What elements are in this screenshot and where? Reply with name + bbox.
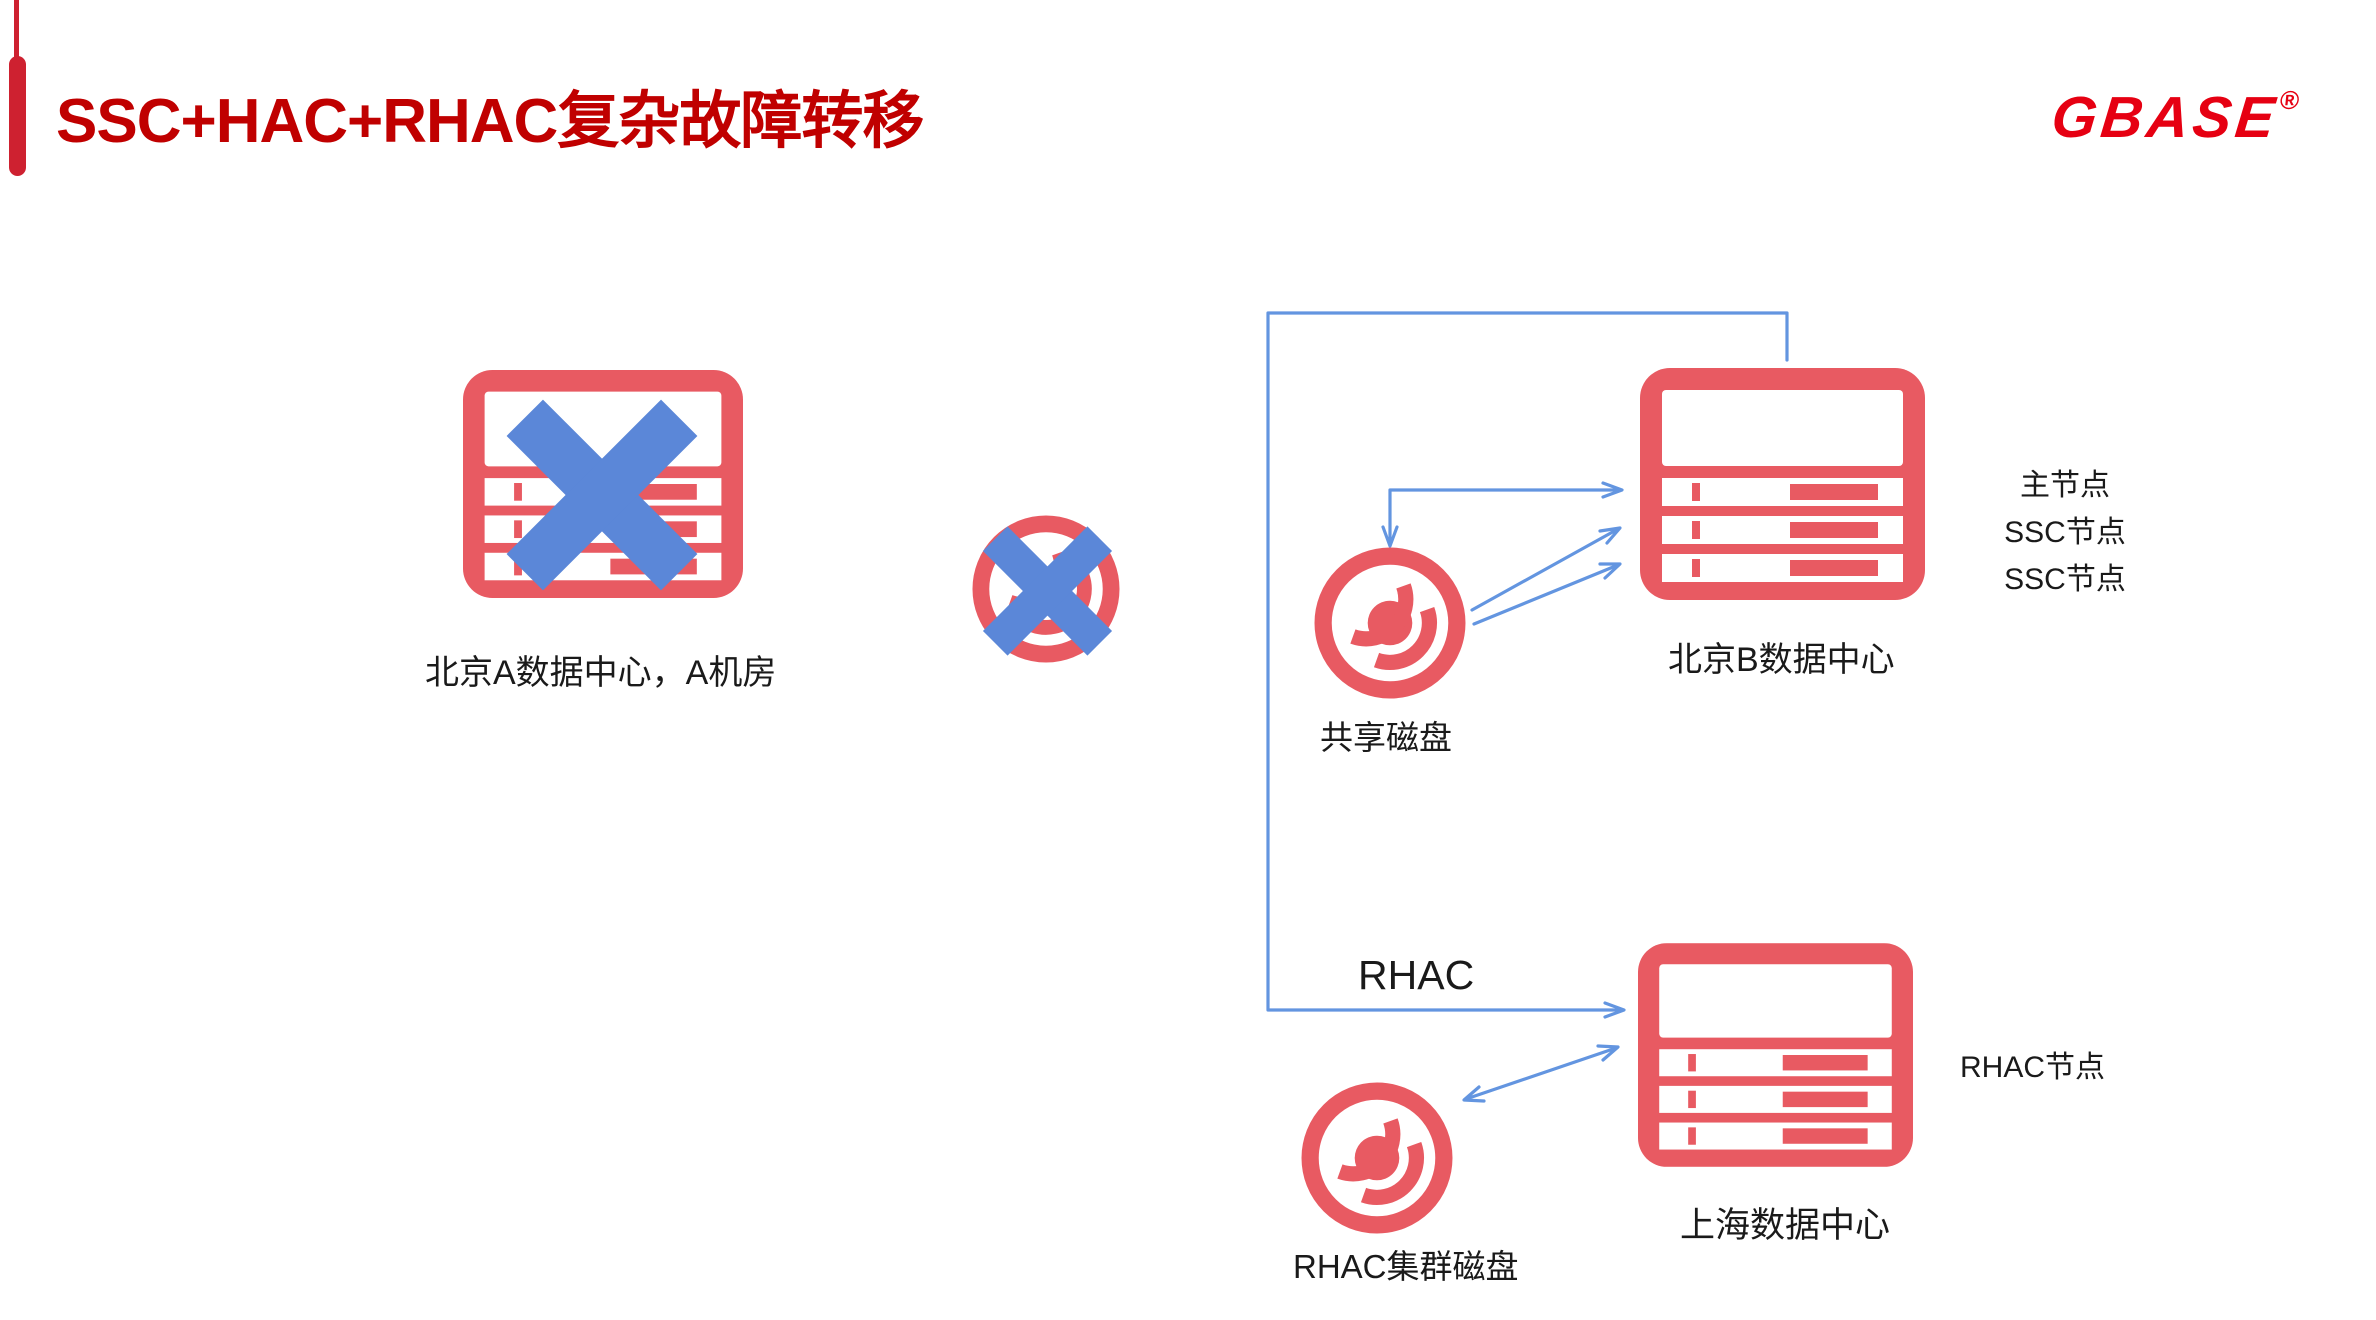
datacenter-a-label: 北京A数据中心，A机房 xyxy=(425,654,777,692)
shared-disk-label: 共享磁盘 xyxy=(1320,719,1452,756)
server-icon-shanghai xyxy=(1638,940,1913,1170)
datacenter-b-label: 北京B数据中心 xyxy=(1668,641,1895,679)
shared-disk-elbow-line xyxy=(1388,488,1622,546)
datacenter-b-roles: 主节点 SSC节点 SSC节点 xyxy=(1985,462,2145,603)
disk-icon-shared xyxy=(1314,547,1466,699)
shanghai-dc-label: 上海数据中心 xyxy=(1680,1206,1891,1245)
role-label-ssc-2: SSC节点 xyxy=(2004,563,2126,596)
shared-disk-fan-line-1 xyxy=(1470,527,1620,612)
arrowhead-rhac-to-shanghai xyxy=(1603,1001,1626,1019)
gbase-logo: GBASE® xyxy=(2048,84,2301,151)
arrowhead-into-b-server-row2 xyxy=(1598,526,1622,545)
failure-x-icon-datacenter-a xyxy=(503,396,701,594)
title-accent-line xyxy=(14,0,19,60)
rhac-link-label: RHAC xyxy=(1358,952,1475,998)
disk-icon-rhac xyxy=(1301,1082,1453,1234)
arrowhead-into-shared-disk xyxy=(1381,525,1399,548)
page-title: SSC+HAC+RHAC复杂故障转移 xyxy=(56,87,924,156)
arrowhead-into-b-server-row1 xyxy=(1601,481,1624,499)
arrowhead-into-rhac-disk xyxy=(1462,1085,1486,1103)
registered-mark: ® xyxy=(2278,85,2301,115)
rhac-node-label: RHAC节点 xyxy=(1960,1051,2106,1084)
shared-disk-fan-line-2 xyxy=(1472,563,1620,626)
rhac-disk-label: RHAC集群磁盘 xyxy=(1293,1248,1519,1285)
arrowhead-into-shanghai-server xyxy=(1596,1044,1620,1062)
server-icon-datacenter-b xyxy=(1640,368,1925,600)
logo-text: GBASE xyxy=(2048,85,2282,150)
rhac-disk-link-line xyxy=(1464,1046,1618,1101)
role-label-master: 主节点 xyxy=(2020,469,2110,502)
failure-x-icon-disk xyxy=(976,524,1119,658)
title-accent-bar xyxy=(9,56,26,176)
role-label-ssc-1: SSC节点 xyxy=(2004,516,2126,549)
arrowhead-into-b-server-row3 xyxy=(1598,562,1622,580)
